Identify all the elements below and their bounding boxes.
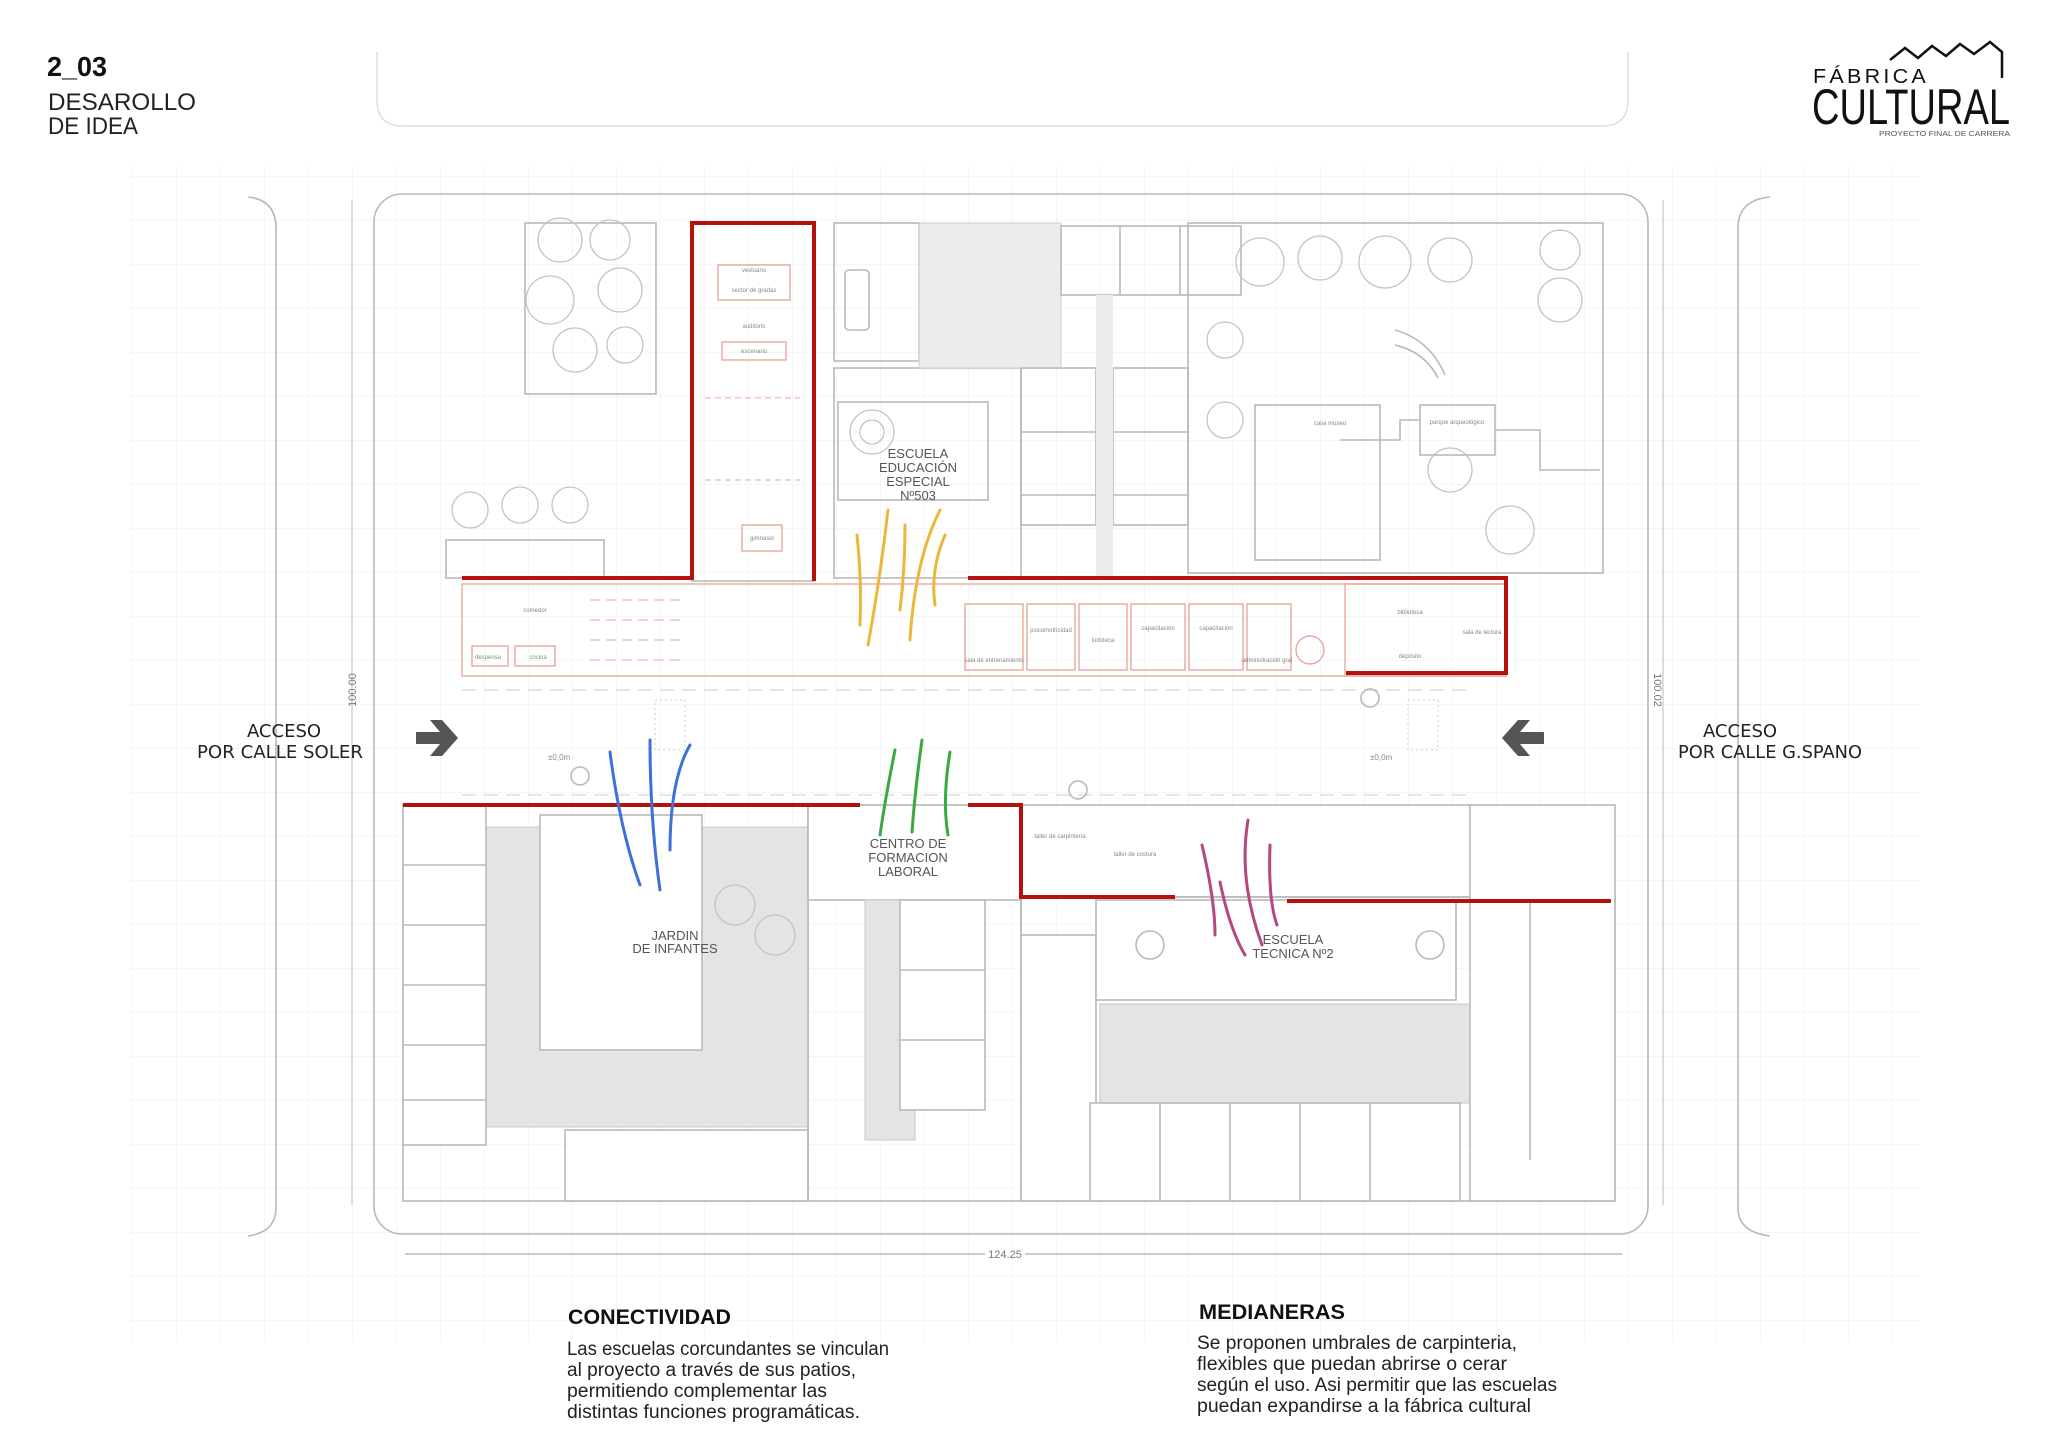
room-label: administración gral	[1242, 658, 1292, 664]
connection-strokes-especial	[855, 508, 947, 647]
level-mark: ±0,0m	[548, 753, 571, 762]
streets	[247, 196, 1771, 1237]
access-right-label: ACCESO	[1703, 721, 1777, 742]
room-label: escenario	[741, 349, 768, 355]
logo-line2: CULTURAL	[1812, 79, 2010, 135]
dimension-right: 100.02	[1651, 673, 1663, 707]
arrow-right-icon	[416, 720, 458, 756]
access-left-label: ACCESO	[247, 721, 321, 742]
connection-strokes-jardin	[608, 738, 692, 892]
escuela-tecnica-label: TECNICA Nº2	[1252, 946, 1333, 961]
block-outline	[373, 193, 1649, 1235]
access-left: ACCESO POR CALLE SOLER	[197, 720, 458, 763]
logo-line1: FÁBRICA	[1813, 65, 1929, 88]
room-label: sala de entrenamiento	[964, 658, 1024, 664]
street-left-curb	[247, 196, 277, 1237]
room-label: ludoteca	[1092, 638, 1115, 644]
escuela-tecnica-label: ESCUELA	[1263, 932, 1324, 947]
park-museum-area: casa museo parque arqueológico	[1187, 222, 1604, 574]
boundary-top-right	[968, 576, 1508, 675]
fabrica-cultural-logo: FÁBRICA CULTURAL PROYECTO FINAL DE CARRE…	[1812, 40, 2010, 138]
dimension-bottom: 124.25	[988, 1249, 1022, 1261]
jardin-label: JARDIN	[652, 928, 699, 943]
room-label: biblioteca	[1397, 610, 1423, 616]
sheet-title-line2: DE IDEA	[48, 113, 138, 140]
note-conectividad: CONECTIVIDAD Las escuelas corcundantes s…	[567, 1306, 889, 1423]
room-label: depósito	[1399, 654, 1422, 660]
room-label: taller de costura	[1114, 852, 1157, 858]
dimension-left: 100.00	[347, 673, 359, 707]
boundary-bottom-center	[968, 803, 1175, 899]
room-label: auditorio	[742, 324, 766, 330]
centro-formacion-label: LABORAL	[878, 864, 938, 879]
room-label: despensa	[475, 655, 502, 661]
centro-formacion-building	[807, 804, 1022, 1202]
escuela-especial-building	[833, 222, 1062, 579]
note-title: MEDIANERAS	[1199, 1301, 1345, 1324]
note-line: Se proponen umbrales de carpinteria,	[1197, 1333, 1517, 1354]
sheet-title-line1: DESAROLLO	[48, 89, 196, 116]
room-label: capacitación	[1141, 626, 1174, 632]
centro-formacion-label: CENTRO DE	[870, 836, 947, 851]
escuela-especial-label: ESPECIAL	[886, 474, 950, 489]
room-label: capacitación	[1199, 626, 1232, 632]
escuela-especial-label: EDUCACIÓN	[879, 460, 957, 475]
classroom-blocks-top	[1020, 225, 1242, 578]
room-label: casa museo	[1314, 421, 1347, 427]
trees-top-left	[524, 217, 657, 395]
sheet-number: 2_03	[47, 51, 107, 82]
access-left-label: POR CALLE SOLER	[197, 742, 363, 763]
room-label: sector de gradas	[732, 288, 777, 294]
street-right-curb	[1737, 196, 1771, 1237]
room-label: sala de lectura	[1462, 630, 1502, 636]
boundary-top-left	[462, 221, 816, 581]
note-medianeras: MEDIANERAS Se proponen umbrales de carpi…	[1197, 1301, 1557, 1417]
note-line: permitiendo complementar las	[567, 1381, 827, 1402]
note-line: distintas funciones programáticas.	[567, 1402, 860, 1423]
note-line: al proyecto a través de sus patios,	[567, 1360, 856, 1381]
access-right-label: POR CALLE G.SPANO	[1678, 742, 1862, 763]
room-label: cocina	[529, 655, 547, 661]
boundary-lines	[403, 221, 1611, 903]
jardin-label: DE INFANTES	[632, 941, 718, 956]
sheet-header: 2_03 DESAROLLO DE IDEA	[47, 51, 196, 140]
note-line: puedan expandirse a la fábrica cultural	[1197, 1396, 1531, 1417]
connection-strokes-centro	[878, 738, 952, 837]
centro-formacion-label: FORMACION	[868, 850, 947, 865]
note-line: flexibles que puedan abrirse o cerar	[1197, 1354, 1508, 1375]
title-frame	[376, 52, 1629, 127]
access-right: ACCESO POR CALLE G.SPANO	[1502, 720, 1862, 763]
connection-strokes-tecnica	[1200, 818, 1279, 957]
note-line: según el uso. Asi permitir que las escue…	[1197, 1375, 1557, 1396]
room-label: taller de carpintería	[1034, 834, 1086, 840]
logo-subtitle: PROYECTO FINAL DE CARRERA	[1879, 131, 2010, 138]
arrow-left-icon	[1502, 720, 1544, 756]
room-label: parque arqueológico	[1430, 420, 1485, 426]
note-line: Las escuelas corcundantes se vinculan	[567, 1339, 889, 1360]
room-label: psicomotricidad	[1030, 628, 1072, 634]
school-labels: ESCUELA EDUCACIÓN ESPECIAL Nº503 CENTRO …	[632, 446, 1333, 961]
room-label: comedor	[523, 608, 546, 614]
note-title: CONECTIVIDAD	[568, 1306, 731, 1329]
central-corridor: comedor despensa cocina sala de entrenam…	[461, 583, 1507, 800]
logo-roof-icon	[1889, 40, 2004, 78]
level-mark: ±0,0m	[1370, 753, 1393, 762]
escuela-especial-label: ESCUELA	[888, 446, 949, 461]
jardin-de-infantes-building	[402, 804, 809, 1202]
room-label: vestuario	[742, 268, 767, 274]
room-label: gimnasio	[750, 536, 775, 542]
escuela-especial-label: Nº503	[900, 488, 936, 503]
dimensions: 100.00 100.02 124.25	[347, 673, 1663, 1261]
